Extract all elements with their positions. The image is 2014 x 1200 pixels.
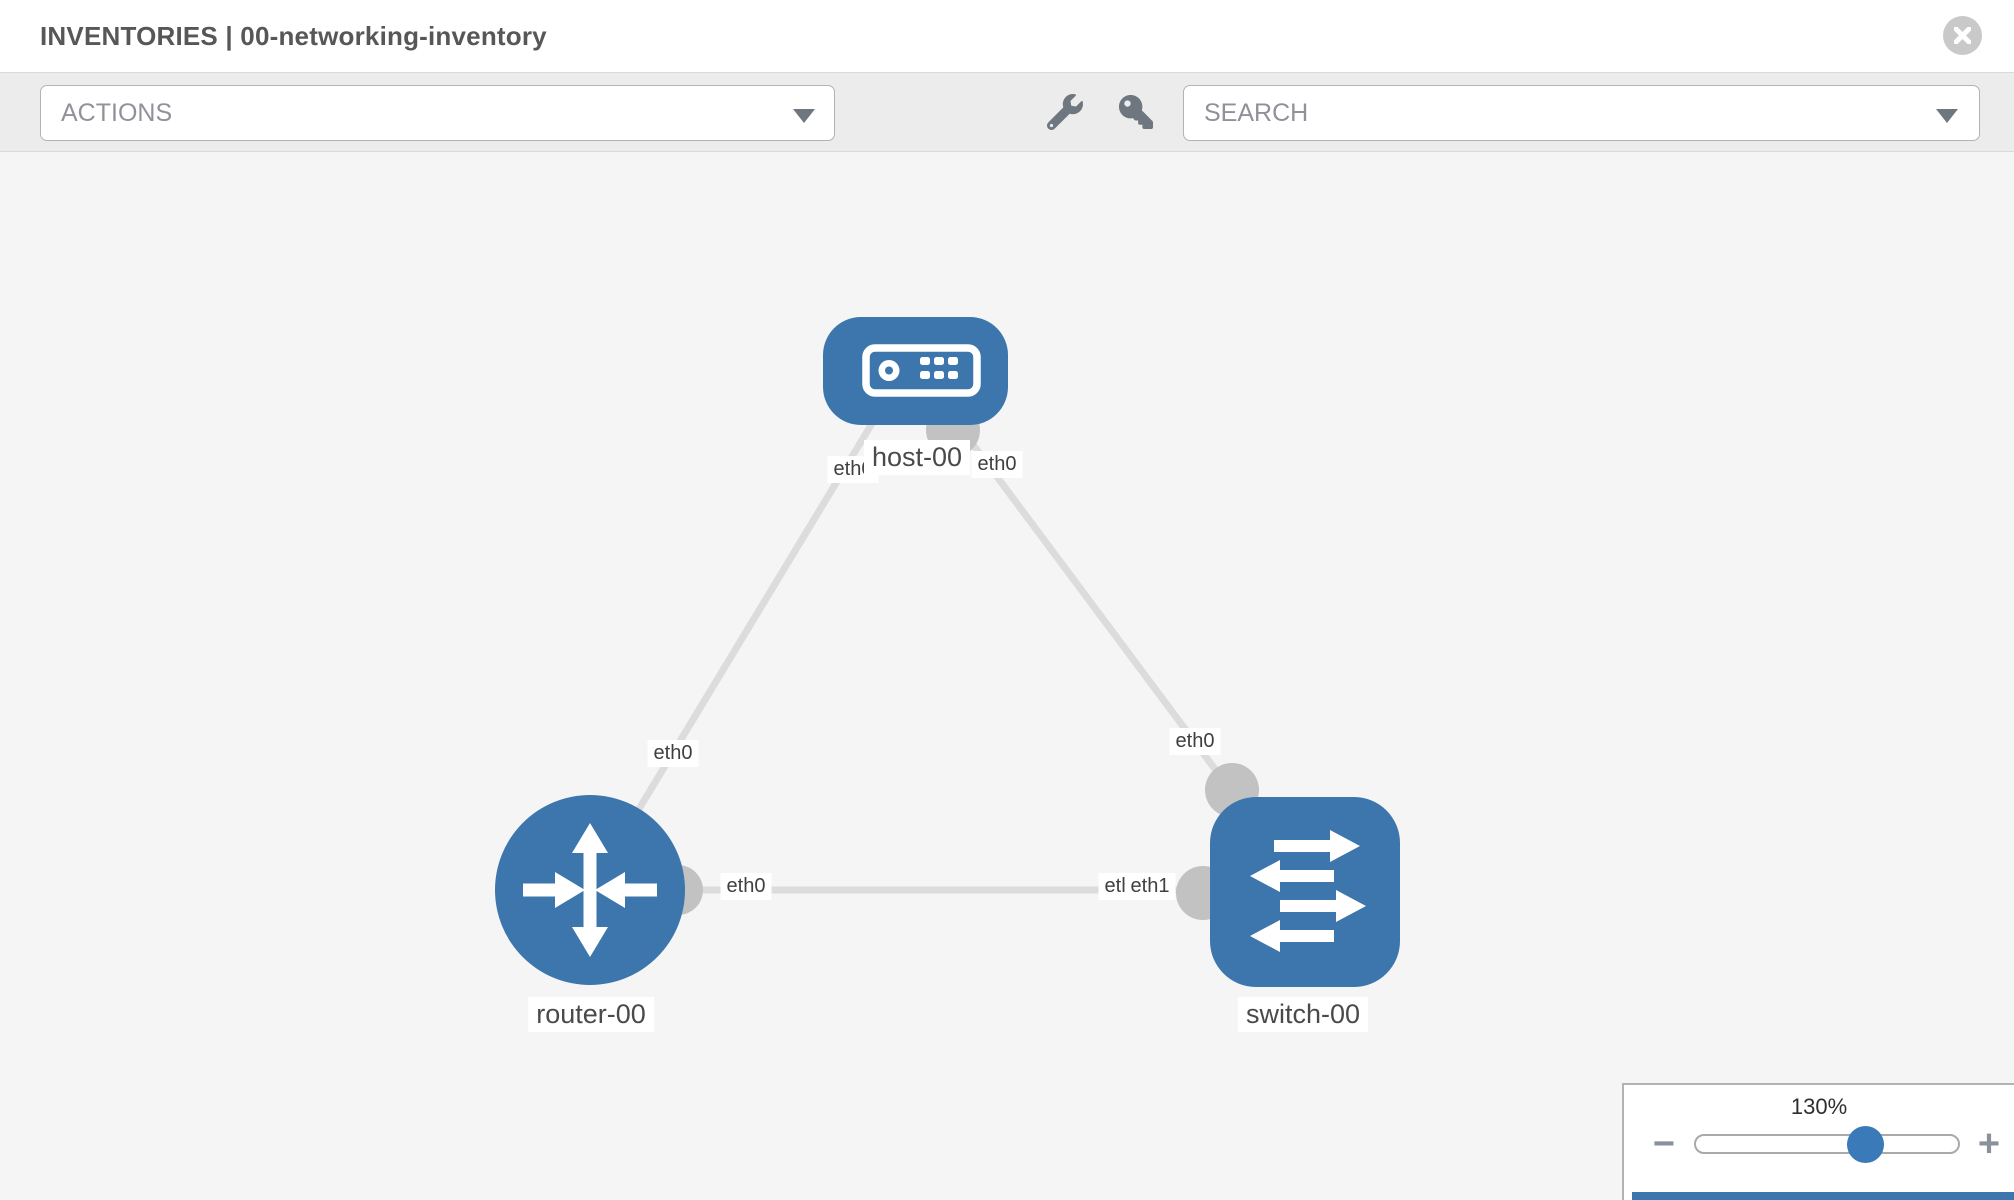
key-icon [1119, 95, 1153, 129]
chevron-down-icon [1936, 109, 1958, 123]
port-label: eth0 [647, 740, 699, 767]
actions-dropdown-value: ACTIONS [61, 98, 173, 127]
topology-canvas[interactable]: eth0 eth0 eth0 eth0 eth0 eth0 eth1 host-… [0, 152, 2014, 1200]
close-button[interactable] [1943, 16, 1982, 55]
credentials-button[interactable] [1116, 92, 1156, 132]
toolbar: ACTIONS SEARCH [0, 72, 2014, 152]
zoom-slider-knob[interactable] [1847, 1126, 1884, 1163]
node-label-router: router-00 [528, 997, 654, 1032]
zoom-in-button[interactable]: + [1977, 1123, 2001, 1165]
zoom-panel: 130% − + [1622, 1083, 2014, 1200]
port-label: eth0 [1169, 728, 1221, 755]
host-server-icon [862, 344, 981, 397]
node-label-switch: switch-00 [1237, 997, 1369, 1032]
node-host-00[interactable] [823, 317, 1008, 425]
search-dropdown-value: SEARCH [1204, 98, 1309, 127]
switch-arrows-icon [1250, 830, 1366, 952]
zoom-slider-track[interactable] [1694, 1134, 1960, 1154]
search-dropdown[interactable]: SEARCH [1183, 85, 1980, 141]
zoom-level: 130% [1790, 1094, 1848, 1119]
wrench-icon [1047, 94, 1083, 130]
close-icon [1954, 27, 1971, 44]
router-arrows-icon [523, 823, 657, 957]
actions-dropdown[interactable]: ACTIONS [40, 85, 835, 141]
zoom-out-button[interactable]: − [1652, 1123, 1676, 1165]
port-label: eth0 [720, 873, 772, 900]
chevron-down-icon [793, 109, 815, 123]
port-label: eth1 [1124, 873, 1176, 900]
topology-links-layer [587, 400, 1259, 920]
configure-button[interactable] [1045, 92, 1085, 132]
node-router-00[interactable] [495, 795, 685, 985]
bottom-accent-bar [1632, 1192, 2014, 1200]
node-switch-00[interactable] [1210, 797, 1400, 987]
header: INVENTORIES | 00-networking-inventory [0, 0, 2014, 72]
port-label: eth0 [971, 451, 1023, 478]
node-label-host: host-00 [863, 440, 971, 475]
page-title: INVENTORIES | 00-networking-inventory [40, 21, 547, 51]
